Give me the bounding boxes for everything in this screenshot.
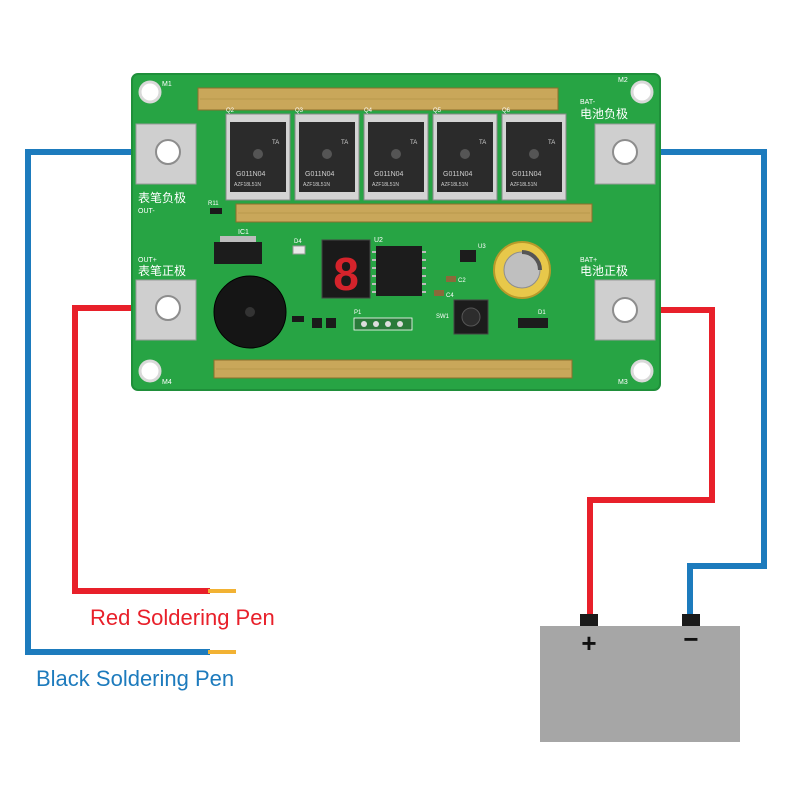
label-c2: C2 xyxy=(458,278,466,284)
svg-text:G011N04: G011N04 xyxy=(443,171,473,178)
svg-text:Q2: Q2 xyxy=(226,108,235,114)
svg-text:G011N04: G011N04 xyxy=(512,171,542,178)
red-wire-bat-pos xyxy=(587,307,715,616)
led-d4 xyxy=(292,245,306,255)
ic-u3 xyxy=(460,250,476,262)
diode-d1 xyxy=(518,318,548,328)
mount-hole-m1 xyxy=(138,80,162,104)
svg-text:Q6: Q6 xyxy=(502,108,511,114)
mount-hole-m3 xyxy=(630,359,654,383)
svg-text:Q3: Q3 xyxy=(295,108,304,114)
terminal-pads xyxy=(135,123,656,341)
svg-text:AZF18L51N: AZF18L51N xyxy=(234,182,261,188)
battery-plus-sign: + xyxy=(581,628,596,658)
mosfet-q4: TA G011N04 AZF18L51N Q4 xyxy=(363,108,429,201)
svg-text:U2: U2 xyxy=(374,237,383,244)
label-d4: D4 xyxy=(294,239,302,245)
label-bat-neg-cn: 电池负极 xyxy=(580,107,628,121)
display-digit: 8 xyxy=(333,248,359,300)
buzzer xyxy=(213,275,287,349)
label-d1: D1 xyxy=(538,310,546,316)
svg-text:TA: TA xyxy=(410,140,417,146)
svg-text:G011N04: G011N04 xyxy=(236,171,266,178)
svg-text:TA: TA xyxy=(479,140,486,146)
svg-text:IC1: IC1 xyxy=(238,229,249,236)
mount-hole-m2 xyxy=(630,80,654,104)
label-bat-neg-en: BAT- xyxy=(580,99,596,106)
header-p1: P1 xyxy=(353,310,413,331)
mount-label-m1: M1 xyxy=(162,81,172,88)
label-red-soldering-pen: Red Soldering Pen xyxy=(90,605,275,630)
svg-text:G011N04: G011N04 xyxy=(374,171,404,178)
label-out-neg-cn: 表笔负极 xyxy=(138,190,186,205)
label-black-soldering-pen: Black Soldering Pen xyxy=(36,666,234,691)
mount-hole-m4 xyxy=(138,359,162,383)
battery-terminal-plus xyxy=(580,614,598,626)
electrolytic-capacitor xyxy=(493,241,551,299)
svg-text:AZF18L51N: AZF18L51N xyxy=(303,182,330,188)
resistor-r11 xyxy=(210,208,222,214)
label-u3: U3 xyxy=(478,244,486,250)
pad-out-neg-hole xyxy=(155,139,181,165)
smd-component-3 xyxy=(326,318,336,328)
pad-bat-neg-hole xyxy=(612,139,638,165)
battery-body xyxy=(540,626,740,742)
capacitor-c2 xyxy=(446,276,456,282)
svg-text:TA: TA xyxy=(272,140,279,146)
battery-minus-sign: − xyxy=(683,624,698,654)
svg-text:G011N04: G011N04 xyxy=(305,171,335,178)
mosfet-q5: TA G011N04 AZF18L51N Q5 xyxy=(432,108,498,201)
label-out-pos-en: OUT+ xyxy=(138,257,157,264)
seven-segment-display: 8 xyxy=(321,239,371,300)
label-r11: R11 xyxy=(208,201,219,207)
label-bat-pos-cn: 电池正极 xyxy=(580,264,628,278)
blue-wire-out-neg xyxy=(25,149,210,655)
battery-terminal-minus xyxy=(682,614,700,626)
svg-text:AZF18L51N: AZF18L51N xyxy=(441,182,468,188)
red-pen-tip xyxy=(208,589,236,593)
red-wire-out-pos xyxy=(72,305,210,594)
mosfet-q6: TA G011N04 AZF18L51N Q6 xyxy=(501,108,567,201)
svg-text:P1: P1 xyxy=(354,310,362,316)
smd-component-1 xyxy=(292,316,304,322)
pcb-board: M1 M2 M3 M4 表笔负极 OUT- OUT+ 表笔正极 xyxy=(131,73,661,391)
label-out-neg-en: OUT- xyxy=(138,208,155,215)
label-out-pos-cn: 表笔正极 xyxy=(138,263,186,278)
pad-bat-pos-hole xyxy=(612,297,638,323)
black-pen-tip xyxy=(208,650,236,654)
mosfet-q3: TA G011N04 AZF18L51N Q3 xyxy=(294,108,360,201)
blue-wire-bat-neg xyxy=(625,149,767,616)
label-c4: C4 xyxy=(446,293,454,299)
mosfet-q2: TA G011N04 AZF18L51N Q2 xyxy=(225,108,291,201)
svg-text:Q5: Q5 xyxy=(433,108,442,114)
mount-label-m4: M4 xyxy=(162,379,172,386)
capacitor-c4 xyxy=(434,290,444,296)
mount-label-m3: M3 xyxy=(618,379,628,386)
ic1-regulator: IC1 xyxy=(214,229,262,264)
svg-text:AZF18L51N: AZF18L51N xyxy=(510,182,537,188)
svg-text:TA: TA xyxy=(341,140,348,146)
push-switch-sw1: SW1 xyxy=(436,299,489,335)
mount-label-m2: M2 xyxy=(618,77,628,84)
svg-text:Q4: Q4 xyxy=(364,108,373,114)
smd-component-2 xyxy=(312,318,322,328)
mount-holes: M1 M2 M3 M4 xyxy=(138,77,654,386)
svg-text:AZF18L51N: AZF18L51N xyxy=(372,182,399,188)
mosfet-array: TA G011N04 AZF18L51N Q2 TA G011N04 AZF18… xyxy=(225,108,567,201)
ic-u2: U2 xyxy=(372,237,426,296)
svg-text:TA: TA xyxy=(548,140,555,146)
pad-out-pos-hole xyxy=(155,295,181,321)
wires xyxy=(25,149,767,655)
battery: + − xyxy=(540,614,740,742)
svg-text:SW1: SW1 xyxy=(436,314,450,320)
label-bat-pos-en: BAT+ xyxy=(580,257,597,264)
